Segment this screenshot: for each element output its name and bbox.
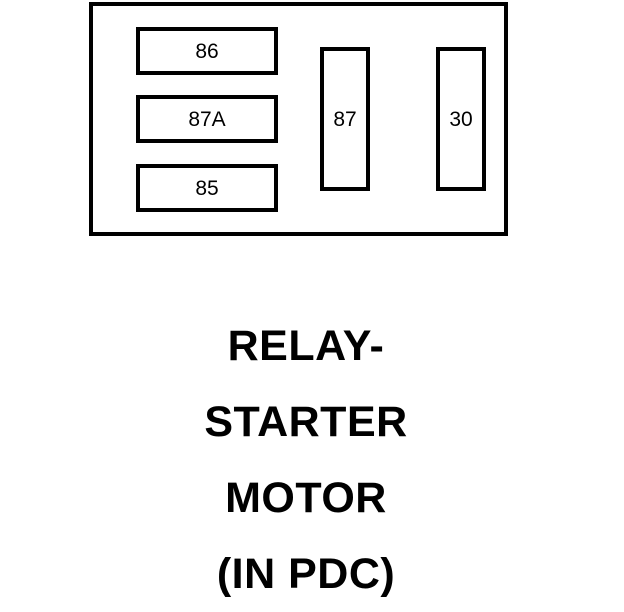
relay-body: 86 87A 85 87 30 — [89, 2, 508, 236]
terminal-30: 30 — [436, 47, 486, 191]
terminal-85-label: 85 — [195, 176, 219, 200]
terminal-86-label: 86 — [195, 39, 219, 63]
terminal-86: 86 — [136, 27, 278, 75]
terminal-85: 85 — [136, 164, 278, 212]
terminal-87-label: 87 — [333, 107, 357, 131]
caption-line-4: (IN PDC) — [216, 550, 396, 598]
caption-line-3: MOTOR — [225, 474, 387, 522]
caption-line-2: STARTER — [204, 398, 408, 446]
diagram-caption: RELAY- STARTER MOTOR (IN PDC) — [0, 308, 612, 612]
caption-line-1: RELAY- — [227, 322, 385, 370]
terminal-30-label: 30 — [449, 107, 473, 131]
terminal-87a: 87A — [136, 95, 278, 143]
terminal-87: 87 — [320, 47, 370, 191]
terminal-87a-label: 87A — [188, 107, 226, 131]
